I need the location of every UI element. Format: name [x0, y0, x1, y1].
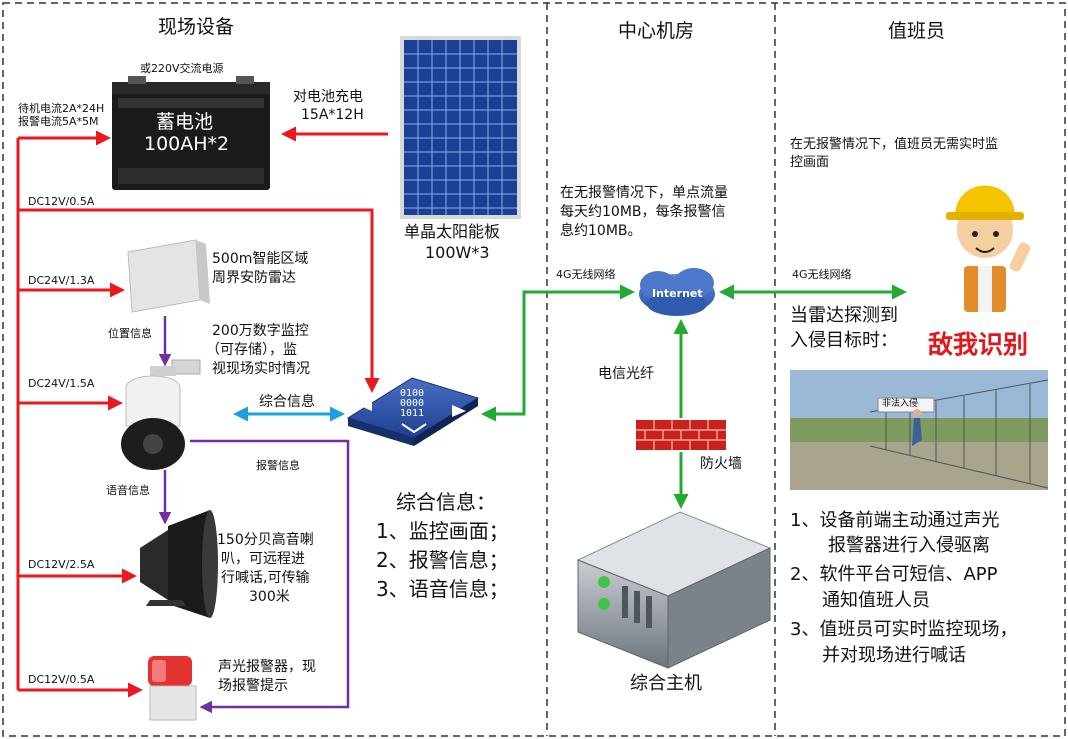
network-label-left: 4G无线网络 — [556, 268, 616, 281]
center-note-1: 在无报警情况下，单点流量 — [560, 185, 728, 201]
staff-step-1b: 报警器进行入侵驱离 — [828, 535, 990, 556]
camera-desc-2: （可存储），监 — [206, 342, 297, 358]
camera-voice-info: 语音信息 — [106, 484, 150, 497]
internet-label: Internet — [652, 287, 703, 300]
intrusion-photo — [790, 370, 1049, 490]
photo-sign: 非法入侵 — [882, 399, 919, 409]
staff-step-1a: 1、设备前端主动通过声光 — [790, 510, 1000, 531]
staff-trigger-2: 入侵目标时： — [790, 330, 898, 351]
alarm-info-label: 报警信息 — [256, 459, 300, 472]
alarm-light-icon — [148, 656, 197, 721]
combined-block-title: 综合信息： — [396, 490, 496, 514]
staff-identify: 敌我识别 — [928, 330, 1029, 359]
signal-lines — [158, 316, 350, 714]
solar-name: 单晶太阳能板 — [404, 222, 501, 241]
camera-icon — [121, 359, 201, 470]
speaker-desc-3: 行喊话,可传输 — [221, 570, 310, 586]
section-title-field: 现场设备 — [158, 16, 235, 38]
network-label-right: 4G无线网络 — [792, 268, 852, 281]
battery-current-note-1: 待机电流2A*24H — [18, 102, 105, 115]
section-title-staff: 值班员 — [888, 20, 946, 42]
battery-spec: 100AH*2 — [144, 133, 230, 155]
staff-trigger-1: 当雷达探测到 — [790, 305, 898, 326]
speaker-desc-4: 300米 — [249, 589, 290, 605]
battery-icon — [112, 76, 270, 190]
battery-ac-note: 或220V交流电源 — [140, 62, 224, 75]
combined-info-label: 综合信息 — [259, 394, 315, 410]
radar-desc-2: 周界安防雷达 — [212, 270, 296, 286]
alarm-light-desc-2: 场报警提示 — [218, 678, 288, 694]
combined-block-item-2: 2、报警信息； — [376, 548, 509, 572]
radar-position-info: 位置信息 — [108, 327, 152, 340]
solar-spec: 100W*3 — [425, 243, 490, 262]
solar-charge-spec: 15A*12H — [301, 107, 364, 123]
power-label-dc2: DC24V/1.3A — [28, 274, 95, 287]
camera-desc-3: 视现场实时情况 — [212, 361, 310, 377]
firewall-icon — [636, 420, 726, 450]
switch-code-1: 0100 — [400, 388, 425, 399]
speaker-icon — [140, 510, 218, 618]
section-title-center: 中心机房 — [618, 20, 695, 42]
battery-name: 蓄电池 — [156, 111, 214, 133]
speaker-desc-2: 叭，可远程进 — [221, 551, 305, 567]
combined-block-item-1: 1、监控画面； — [376, 519, 509, 543]
network-lines — [481, 284, 907, 509]
switch-icon — [346, 377, 480, 446]
server-icon — [576, 511, 772, 669]
radar-desc-1: 500m智能区域 — [212, 251, 309, 267]
alarm-light-desc-1: 声光报警器，现 — [218, 659, 316, 675]
speaker-desc-1: 150分贝高音喇 — [217, 532, 314, 548]
fiber-label: 电信光纤 — [598, 366, 654, 382]
switch-code-2: 0000 — [400, 398, 425, 409]
solar-panel-icon — [400, 36, 521, 219]
power-lines — [16, 126, 388, 698]
center-note-3: 息约10MB。 — [560, 223, 642, 239]
center-note-2: 每天约10MB，每条报警信 — [560, 204, 726, 220]
firewall-label: 防火墙 — [700, 456, 742, 472]
power-label-dc4: DC12V/2.5A — [28, 558, 95, 571]
power-label-dc3: DC24V/1.5A — [28, 377, 95, 390]
internet-cloud-icon — [639, 268, 715, 316]
radar-icon — [127, 239, 210, 313]
solar-charge-label: 对电池充电 — [293, 89, 363, 105]
worker-icon — [946, 185, 1031, 312]
switch-code-3: 1011 — [400, 408, 425, 419]
power-label-dc5: DC12V/0.5A — [28, 673, 95, 686]
camera-desc-1: 200万数字监控 — [212, 323, 309, 339]
battery-current-note-2: 报警电流5A*5M — [18, 115, 99, 128]
power-label-dc1: DC12V/0.5A — [28, 195, 95, 208]
staff-step-2b: 通知值班人员 — [822, 590, 930, 611]
combined-block-item-3: 3、语音信息； — [376, 577, 509, 601]
staff-step-3b: 并对现场进行喊话 — [822, 645, 966, 666]
staff-note-2: 控画面 — [790, 155, 830, 170]
host-name: 综合主机 — [630, 673, 702, 694]
staff-note-1: 在无报警情况下，值班员无需实时监 — [790, 137, 999, 152]
staff-step-3a: 3、值班员可实时监控现场， — [790, 619, 1018, 640]
staff-step-2a: 2、软件平台可短信、APP — [790, 564, 998, 585]
